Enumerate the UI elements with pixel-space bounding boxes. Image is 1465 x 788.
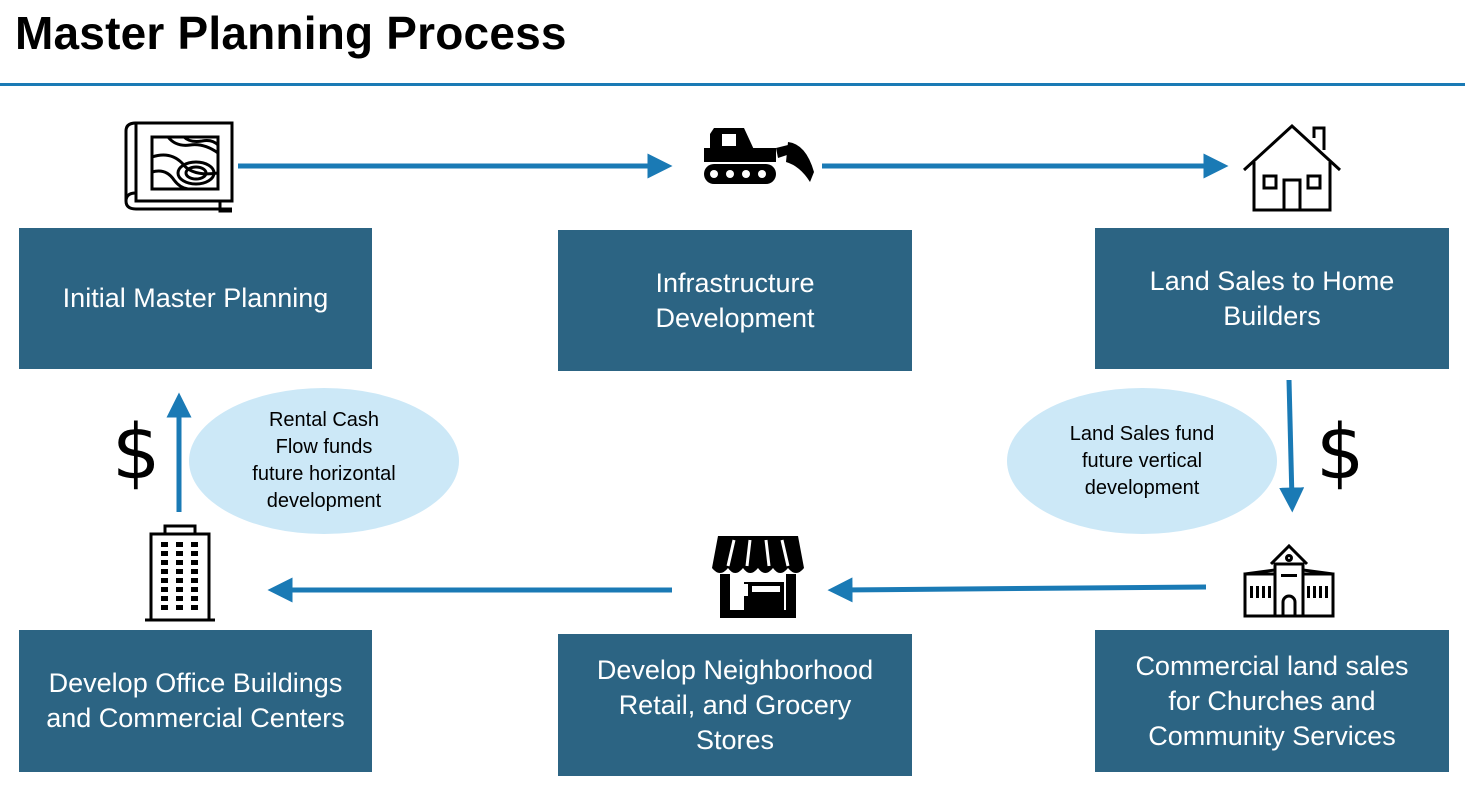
step-label: Infrastructure Development (655, 267, 815, 333)
step-label: Develop Office Buildings and Commercial … (46, 668, 345, 733)
step-label: Develop Neighborhood Retail, and Grocery… (596, 654, 874, 755)
step-initial-master-planning: Initial Master Planning (19, 228, 372, 369)
dollar-sign-left: $ (112, 407, 161, 496)
step-infrastructure-development: Infrastructure Development (558, 230, 912, 371)
note-text: Rental Cash Flow funds future horizontal… (252, 409, 396, 512)
step-label: Commercial land sales for Churches and C… (1135, 650, 1409, 751)
storefront-icon (712, 536, 804, 618)
title-divider (0, 83, 1465, 86)
civic-building-icon (1243, 543, 1335, 618)
bulldozer-icon (704, 128, 814, 184)
note-rental-cash-flow: Rental Cash Flow funds future horizontal… (189, 388, 459, 534)
office-tower-icon (145, 524, 215, 622)
step-office-commercial-centers: Develop Office Buildings and Commercial … (19, 630, 372, 772)
step-land-sales-home-builders: Land Sales to Home Builders (1095, 228, 1449, 369)
step-label: Initial Master Planning (62, 283, 329, 313)
note-land-sales-fund: Land Sales fund future vertical developm… (1007, 388, 1277, 534)
dollar-sign-right: $ (1316, 407, 1365, 496)
house-icon (1242, 123, 1342, 212)
arrow-land-sales-to-commercial (1279, 379, 1305, 513)
step-neighborhood-retail: Develop Neighborhood Retail, and Grocery… (558, 634, 912, 776)
step-commercial-land-sales: Commercial land sales for Churches and C… (1095, 630, 1449, 772)
blueprint-map-icon (124, 121, 234, 213)
note-text: Land Sales fund future vertical developm… (1069, 422, 1215, 499)
step-label: Land Sales to Home Builders (1149, 265, 1395, 331)
arrow-commercial-to-retail (827, 577, 1207, 603)
page-title: Master Planning Process (15, 7, 567, 59)
